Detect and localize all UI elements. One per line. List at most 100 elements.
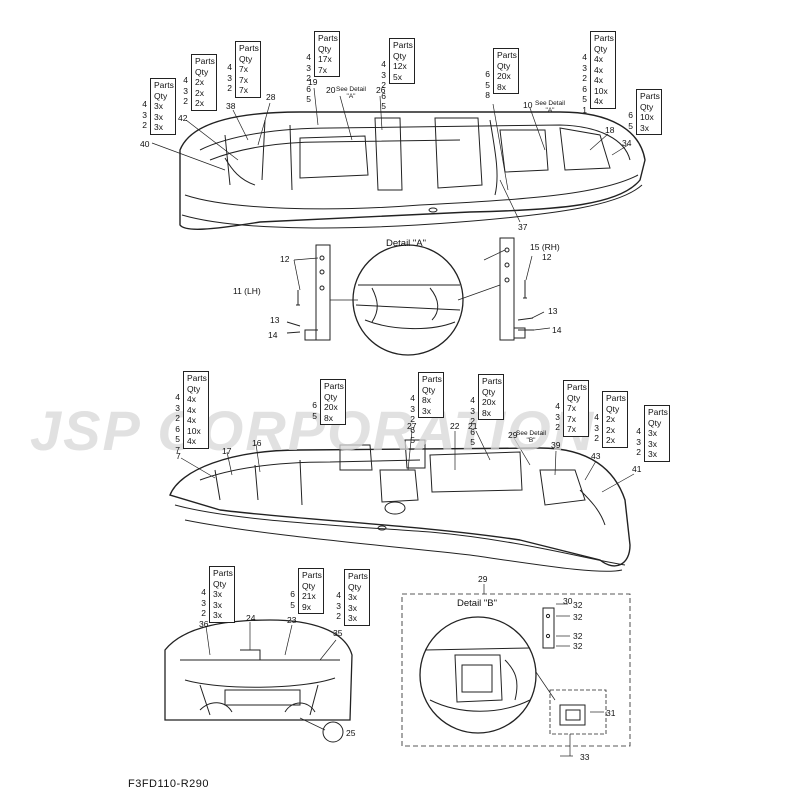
part-label: 17	[222, 446, 232, 456]
ref-number: 2	[227, 83, 232, 93]
part-label: 29	[478, 574, 488, 584]
qty-header-cell: Parts	[567, 382, 587, 392]
part-label: 22	[450, 421, 460, 431]
qty-header-cell: Parts	[648, 407, 668, 417]
qty-cell: 3x	[348, 602, 357, 613]
ref-number: 3	[227, 72, 232, 83]
see-detail-text: See Detail	[516, 430, 546, 437]
qty-header-cell: Parts	[393, 40, 413, 50]
ref-number: 7	[175, 444, 180, 455]
ref-number: 5	[410, 435, 415, 445]
qty-header-cell: Qty	[239, 53, 253, 64]
qty-header-cell: Qty	[482, 386, 496, 397]
ref-number: 2	[142, 120, 147, 130]
ref-number: 4	[582, 52, 587, 62]
ref-number: 6	[470, 426, 475, 437]
qty-header-cell: Parts	[324, 381, 344, 391]
qty-cell: 4x	[187, 394, 196, 404]
qty-header-cell: Parts	[422, 374, 442, 384]
leader-lines-top	[151, 87, 629, 223]
qty-cell: 3x	[648, 438, 657, 449]
part-label: 13	[270, 315, 280, 325]
qty-header-cell: Qty	[422, 384, 436, 395]
ref-number: 4	[227, 62, 232, 72]
qty-cell: 7x	[567, 413, 576, 424]
ref-number: 2	[555, 422, 560, 432]
ref-number: 6	[306, 83, 311, 94]
part-label: 14	[268, 330, 278, 340]
part-label: 10	[523, 100, 533, 110]
ref-number: 5	[582, 94, 587, 104]
qty-cell: 7x	[567, 424, 576, 434]
ref-number: 4	[410, 393, 415, 403]
part-label: 20	[326, 85, 336, 95]
ref-number: 5	[485, 79, 490, 90]
qty-header-cell: Parts	[239, 43, 259, 53]
qty-cell: 2x	[606, 435, 615, 445]
part-label: 26	[376, 85, 386, 95]
ref-number: 2	[636, 447, 641, 457]
ref-number: 5	[312, 410, 317, 421]
ref-number: 2	[582, 73, 587, 83]
ref-number: 6	[175, 423, 180, 434]
ref-number: 5	[175, 434, 180, 444]
ref-number: 3	[582, 62, 587, 73]
ref-number: 4	[201, 587, 206, 597]
qty-cell: 7x	[567, 403, 576, 413]
qty-cell: 2x	[195, 87, 204, 98]
qty-cell: 9x	[302, 601, 311, 612]
ref-number: 2	[306, 73, 311, 83]
qty-header-cell: Parts	[482, 376, 502, 386]
qty-header-cell: Parts	[213, 568, 233, 578]
part-label: 32	[573, 641, 583, 651]
qty-cell: 7x	[239, 85, 248, 95]
part-label: 43	[591, 451, 601, 461]
ref-number: 3	[142, 109, 147, 120]
part-label: 15 (RH)	[530, 242, 560, 252]
part-label: 12	[280, 254, 290, 264]
part-label: 33	[580, 752, 590, 762]
qty-cell: 20x	[482, 397, 496, 407]
detail-b-title: Detail "B"	[457, 598, 498, 609]
qty-header-cell: Qty	[187, 383, 201, 394]
ref-number: 3	[470, 405, 475, 416]
ref-number: 6	[410, 424, 415, 435]
qty-cell: 4x	[187, 404, 196, 415]
qty-cell: 21x	[302, 591, 316, 601]
diagram-code: F3FD110-R290	[128, 778, 209, 790]
qty-header-cell: Qty	[348, 581, 362, 592]
qty-cell: 3x	[640, 122, 649, 133]
qty-cell: 4x	[187, 436, 196, 446]
ref-number: 6	[312, 400, 317, 410]
see-detail-note: See Detail"A"	[336, 86, 366, 100]
detail-a-title: Detail "A"	[386, 238, 427, 249]
ref-number: 4	[381, 59, 386, 69]
qty-cell: 3x	[154, 111, 163, 122]
part-label: 23	[287, 615, 297, 625]
ref-number: 2	[381, 80, 386, 90]
part-label: 19	[308, 77, 318, 87]
part-label: 21	[468, 421, 478, 431]
qty-cell: 10x	[594, 85, 608, 96]
qty-cell: 3x	[648, 428, 657, 438]
qty-header-cell: Qty	[497, 60, 511, 71]
closeup-compartment	[164, 619, 353, 743]
qty-header-cell: Qty	[640, 101, 654, 112]
qty-header-cell: Qty	[648, 417, 662, 428]
ref-number: 2	[470, 416, 475, 426]
ref-number: 5	[628, 120, 633, 131]
ref-number: 2	[336, 611, 341, 621]
